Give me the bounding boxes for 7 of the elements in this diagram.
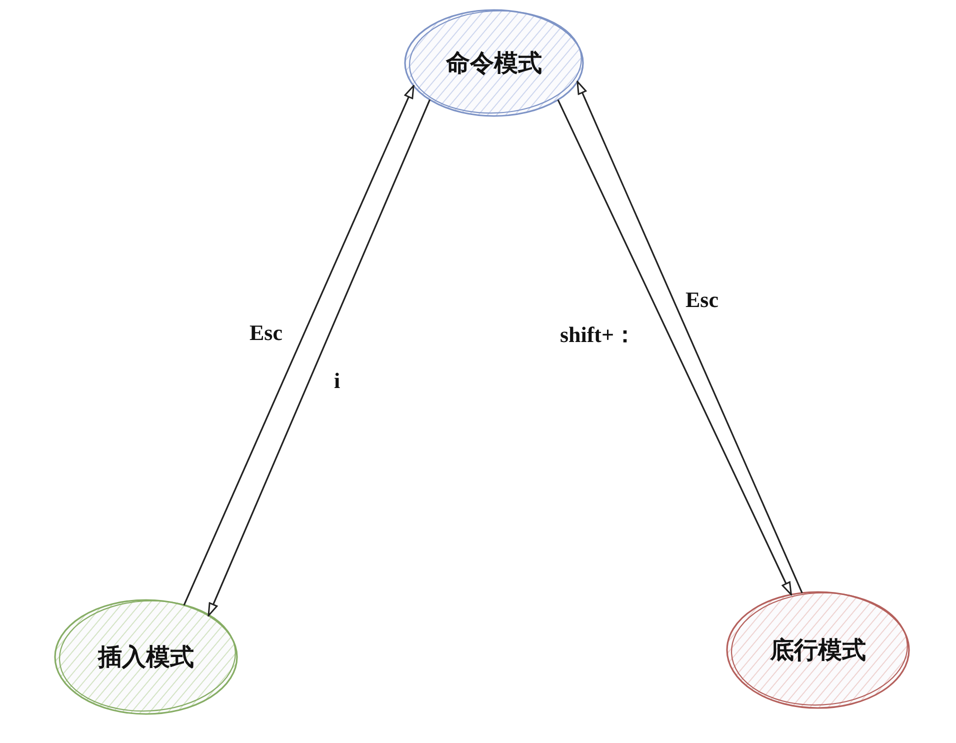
arrow xyxy=(557,99,792,596)
arrow xyxy=(208,99,431,616)
state-ellipse: 命令模式 xyxy=(403,8,585,118)
state-ellipse: 底行模式 xyxy=(725,590,911,710)
arrow xyxy=(183,85,414,606)
arrow xyxy=(576,80,803,594)
state-ellipse: 插入模式 xyxy=(53,598,239,716)
